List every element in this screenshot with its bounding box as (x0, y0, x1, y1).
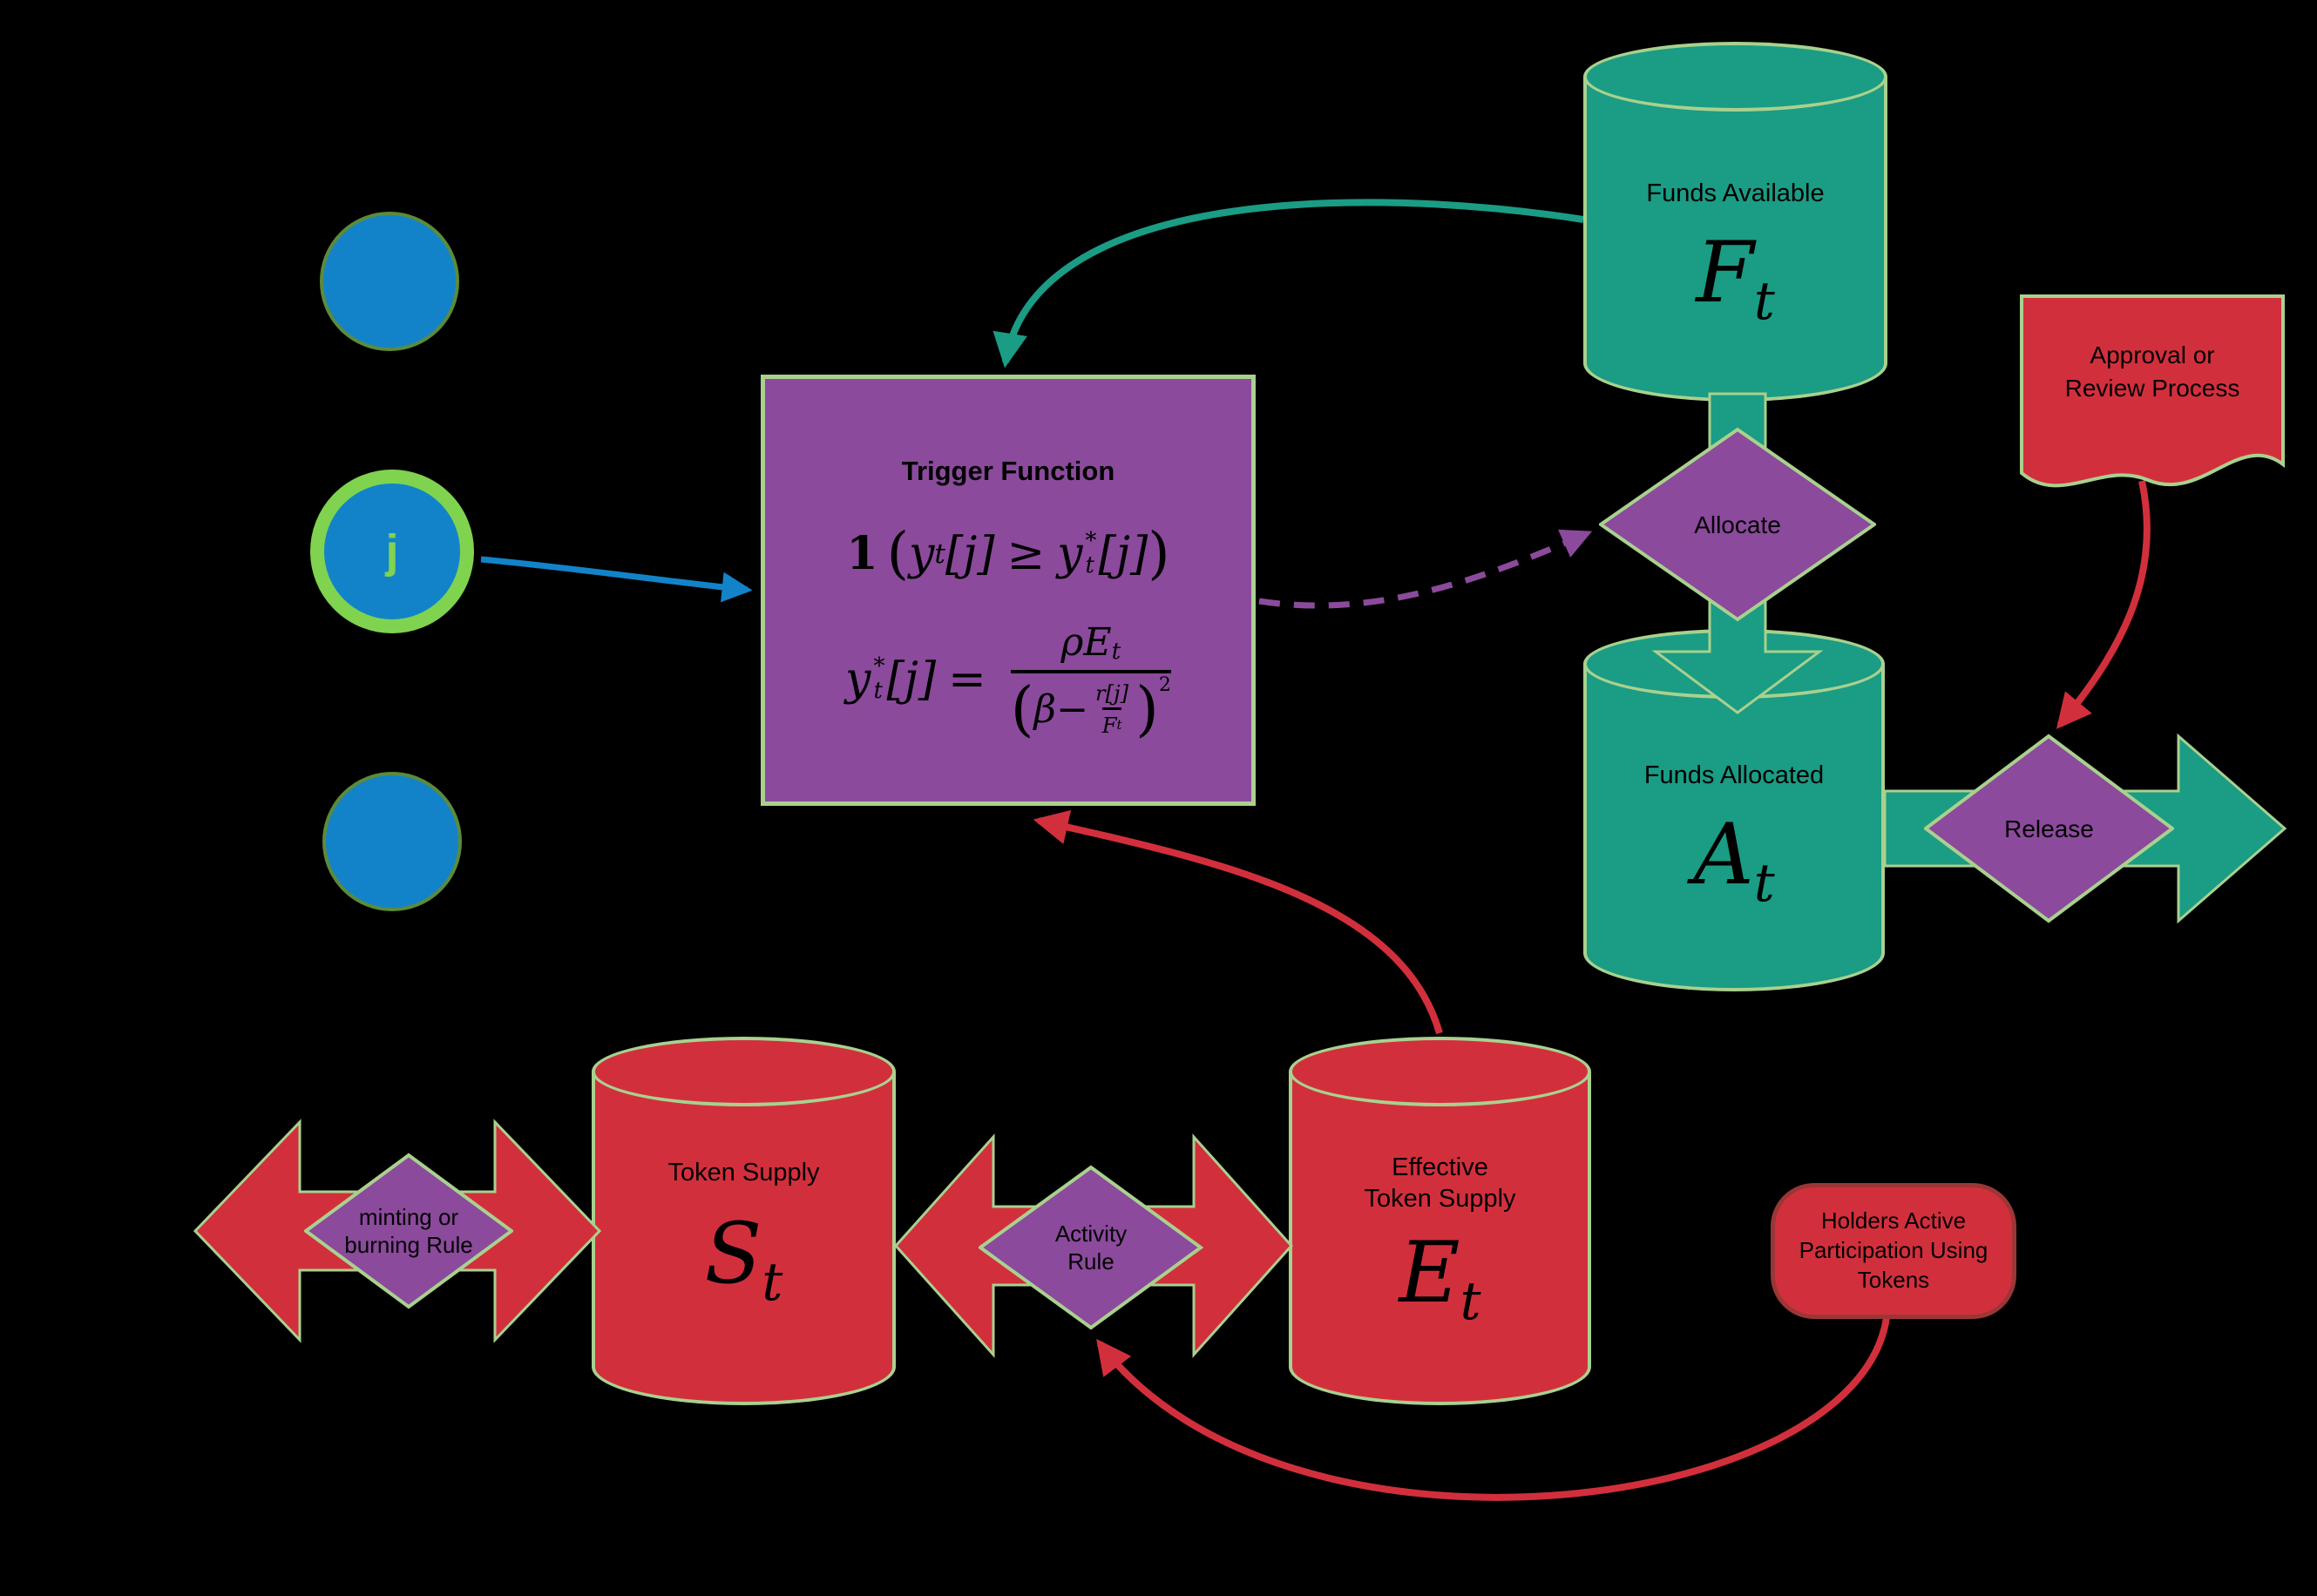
cylinder-top (592, 1037, 896, 1106)
allocate-diamond: Allocate (1599, 427, 1876, 622)
diamond-shape (1599, 427, 1876, 622)
arrow-funds-available-to-trigger-icon (993, 199, 1584, 369)
agent-circle-bottom (322, 772, 462, 911)
release-label: Release (2004, 815, 2094, 842)
arrow-effective-supply-to-trigger-icon (1033, 809, 1443, 1035)
effective-token-supply-symbol: Et (1399, 1223, 1481, 1332)
arrow-trigger-to-allocate-icon (1258, 529, 1593, 609)
trigger-function-title: Trigger Function (901, 456, 1115, 486)
arrow-holders-to-activity-rule-icon (1096, 1316, 1890, 1501)
effective-token-supply-cylinder: Effective Token Supply Et (1289, 1037, 1591, 1405)
flag-shape (2020, 294, 2285, 488)
funds-allocated-label: Funds Allocated (1643, 761, 1825, 789)
effective-token-supply-label: Effective Token Supply (1364, 1153, 1516, 1214)
diamond-shape (979, 1165, 1203, 1330)
diamond-shape (304, 1153, 513, 1309)
cylinder-body (1583, 664, 1885, 991)
funds-allocated-symbol: At (1693, 806, 1775, 915)
cylinder-top (1289, 1037, 1591, 1106)
holders-label-line3: Tokens (1857, 1266, 1930, 1293)
token-supply-label: Token Supply (667, 1159, 820, 1187)
funds-available-label: Funds Available (1646, 179, 1825, 207)
activity-rule-label: Activity Rule (1054, 1220, 1128, 1275)
diamond-shape (1924, 734, 2174, 923)
funds-available-cylinder: Funds Available Ft (1583, 42, 1887, 402)
holders-participation-node: Holders Active Participation Using Token… (1771, 1183, 2016, 1319)
minting-burning-rule-diamond: minting or burning Rule (304, 1153, 513, 1309)
cylinder-top (1583, 42, 1887, 112)
token-supply-symbol: St (704, 1205, 783, 1314)
cylinder-body (1583, 77, 1887, 402)
cylinder-body (1289, 1072, 1591, 1405)
token-supply-cylinder: Token Supply St (592, 1037, 896, 1405)
arrow-approval-to-release-icon (2056, 480, 2151, 729)
holders-label-line1: Holders Active (1820, 1207, 1967, 1234)
holders-label-line2: Participation Using (1799, 1237, 1988, 1264)
agent-circle-top (320, 212, 459, 351)
approval-review-flag: Approval or Review Process (2019, 294, 2286, 508)
cylinder-body (592, 1072, 896, 1405)
funds-available-symbol: Ft (1696, 224, 1775, 333)
approval-review-label: Approval or Review Process (2064, 342, 2240, 402)
release-diamond: Release (1924, 734, 2174, 923)
activity-rule-diamond: Activity Rule (979, 1165, 1203, 1330)
minting-burning-rule-label: minting or burning Rule (344, 1203, 473, 1259)
arrow-agent-j-to-trigger-icon (480, 556, 753, 603)
allocate-label: Allocate (1694, 511, 1781, 538)
agent-j-label: j (385, 525, 399, 578)
